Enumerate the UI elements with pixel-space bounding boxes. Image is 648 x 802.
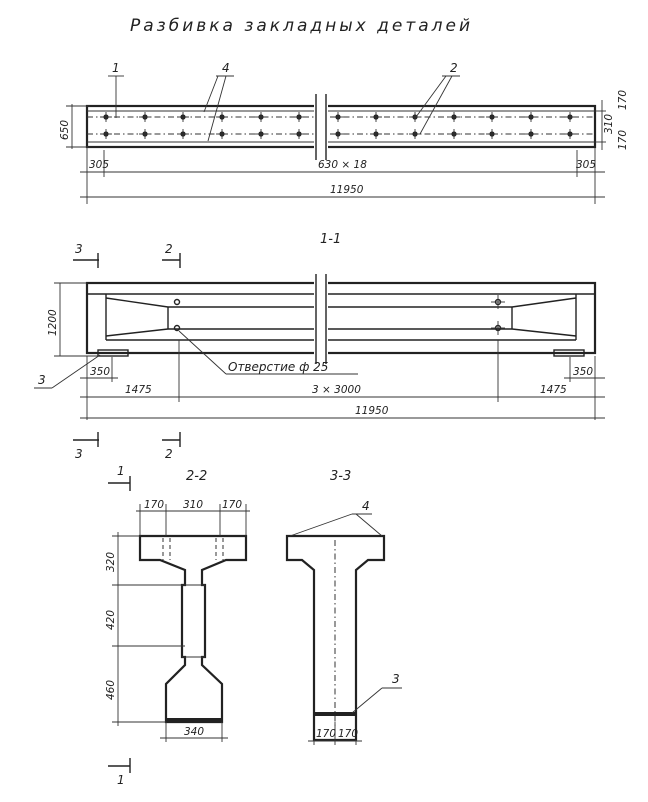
beam-elevation-outline: [85, 281, 597, 355]
dim-middle-span: 3 × 3000: [312, 384, 361, 396]
s33-callout-3: 3: [392, 672, 400, 686]
callout-1: 1: [112, 61, 120, 75]
s22-dim-h-bottom: 460: [105, 680, 117, 700]
s33-callout-3-leader: [351, 687, 383, 714]
s22-dim-top-left: 170: [144, 499, 164, 511]
cut-2-top-label: 2: [165, 242, 173, 256]
callout-2-leader-a: [415, 75, 447, 118]
elevation-title: 1-1: [320, 232, 341, 247]
haunch-top-right: [511, 297, 577, 308]
beam-plan-outline: [85, 104, 597, 149]
haunch-bottom-right: [511, 328, 577, 337]
dim-right-bottom: 170: [617, 130, 629, 150]
s22-dim-h-mid: 420: [105, 610, 117, 630]
dim-right-top: 170: [617, 90, 629, 110]
s22-dim-bottom: 340: [184, 726, 204, 738]
cut-1-bottom-label: 1: [117, 773, 125, 787]
dim-side-left: 1475: [125, 384, 152, 396]
hole-note: Отверстие ф 25: [228, 360, 328, 374]
callout-2-leader-b: [419, 75, 453, 135]
dim-end-right: 305: [576, 159, 596, 171]
support-pad-right: [553, 349, 585, 357]
callout-4: 4: [222, 61, 230, 75]
elev-break-gap: [314, 276, 328, 362]
dim-middle: 630 × 18: [318, 159, 367, 171]
haunch-top-left: [105, 297, 169, 308]
dim-right-mid: 310: [603, 114, 615, 134]
dim-side-right: 1475: [540, 384, 567, 396]
section-2-2: 2-2 1 170 310 170 320 420 460: [105, 464, 250, 787]
hole-left-bottom: [173, 324, 181, 332]
dim-elev-height: 1200: [47, 309, 59, 336]
callout-4-leader-a: [203, 75, 219, 113]
embedded-plates: [100, 112, 576, 139]
hole-left-top: [173, 298, 181, 306]
haunch-bottom-left: [105, 328, 169, 337]
bottom-plate-3-3: [314, 712, 356, 716]
dim-pad-left: 350: [90, 366, 110, 378]
dim-elev-overall: 11950: [355, 405, 389, 417]
s33-callout-4-leader-b: [355, 513, 383, 537]
elev-callout-3: 3: [38, 373, 46, 387]
plan-break-gap: [314, 96, 328, 158]
dim-end-left: 305: [89, 159, 109, 171]
section-3-3-title: 3-3: [330, 469, 351, 484]
dim-overall: 11950: [330, 184, 364, 196]
callout-4-leader-b: [207, 75, 227, 142]
hole-note-leader: [178, 330, 227, 375]
dim-height: 650: [59, 120, 71, 140]
s22-dim-h-top: 320: [105, 552, 117, 572]
section-2-2-outline: [138, 534, 248, 724]
callout-2: 2: [450, 61, 458, 75]
s33-callout-4-leader-a: [289, 513, 353, 537]
cut-3-top-label: 3: [75, 242, 83, 256]
s33-dim-bottom-left: 170: [316, 728, 336, 740]
bottom-plate-2-2: [166, 718, 222, 722]
s22-dim-top-mid: 310: [183, 499, 203, 511]
section-2-2-title: 2-2: [186, 469, 207, 484]
cut-2-bottom-label: 2: [165, 447, 173, 461]
elevation-view: 1-1 3 2: [34, 232, 605, 461]
s33-callout-4: 4: [362, 499, 370, 513]
drawing-title: Разбивка закладных деталей: [130, 16, 473, 36]
section-3-3: 3-3 4 3 170 170: [285, 469, 402, 745]
s22-dim-top-right: 170: [222, 499, 242, 511]
cut-1-top-label: 1: [117, 464, 125, 478]
support-pad-left: [97, 349, 129, 357]
cut-3-bottom-label: 3: [75, 447, 83, 461]
s33-dim-bottom-right: 170: [338, 728, 358, 740]
plan-view: 1 4 2 650 170 310 170 305 630 × 18 305 1…: [59, 61, 629, 204]
elev-callout-3-leader: [51, 354, 101, 389]
dim-pad-right: 350: [573, 366, 593, 378]
